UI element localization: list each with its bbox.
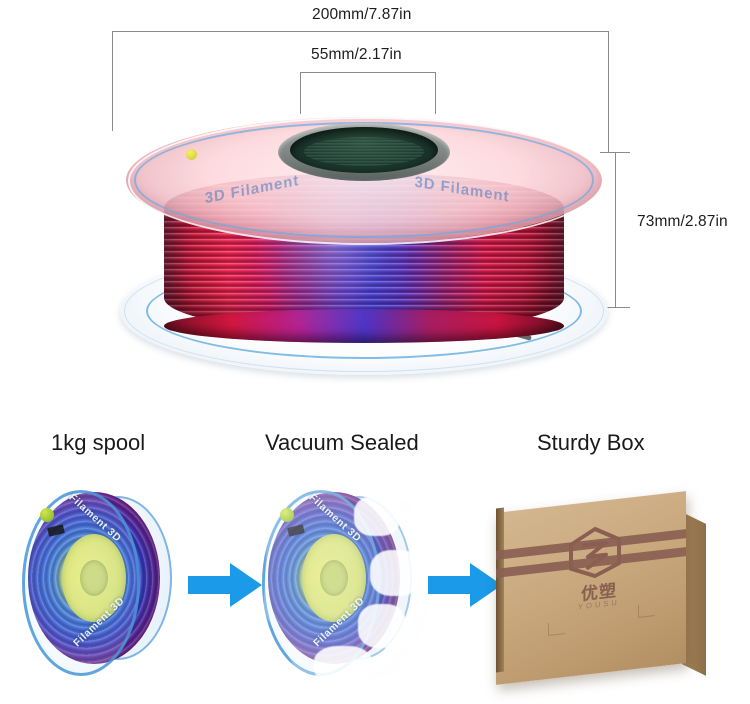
vacuum-seal-bag [258, 478, 430, 686]
dimension-extension-hub-left [300, 72, 301, 114]
vacuum-bag-fold [354, 496, 400, 536]
dimension-line-height [615, 152, 616, 308]
spool-hub-bore [290, 127, 438, 173]
vacuum-bag-fold [358, 604, 406, 648]
arrow-shaft [188, 576, 232, 594]
dimension-extension-hub-right [435, 72, 436, 114]
hexagon-brand-icon [566, 523, 624, 582]
step-3-shipping-box: 优塑 YOUSU [492, 491, 708, 685]
arrow-head [230, 563, 262, 607]
step-caption-3: Sturdy Box [537, 430, 645, 455]
hexagon-brand-svg [569, 526, 621, 579]
step-caption-2: Vacuum Sealed [265, 430, 419, 455]
spool-filament-hole [186, 149, 197, 160]
step-1-spool: Filament 3D Filament 3D [22, 490, 172, 676]
arrow-right-icon-2 [428, 563, 502, 607]
mini-spool-front-flange [22, 490, 140, 676]
box-crease-mark [638, 603, 655, 618]
vacuum-bag-fold [370, 550, 422, 596]
dimension-line-hub [300, 72, 436, 73]
dimension-label-hub: 55mm/2.17in [311, 46, 402, 63]
dimension-extension-right [608, 31, 609, 153]
box-crease-mark [548, 621, 565, 636]
hero-filament-spool: 3D Filament 3D Filament [108, 95, 618, 395]
step-caption-1: 1kg spool [51, 430, 146, 455]
dimension-label-height: 73mm/2.87in [637, 213, 728, 230]
dimension-tick-height-bottom [600, 307, 630, 308]
mini-spool-filament-clip [40, 508, 54, 522]
arrow-right-icon-1 [188, 563, 262, 607]
spool-brand-text-right: 3D Filament [414, 173, 510, 206]
vacuum-bag-fold [314, 646, 372, 684]
spool-top-flange-rim [128, 117, 604, 245]
dimension-label-width: 200mm/7.87in [312, 6, 412, 23]
dimension-tick-height-top [600, 152, 630, 153]
spool-brand-text-left: 3D Filament [204, 171, 300, 208]
box-left-edge [496, 507, 504, 673]
arrow-shaft [428, 576, 472, 594]
dimension-line-width [112, 31, 609, 32]
dimension-extension-left [112, 31, 113, 131]
